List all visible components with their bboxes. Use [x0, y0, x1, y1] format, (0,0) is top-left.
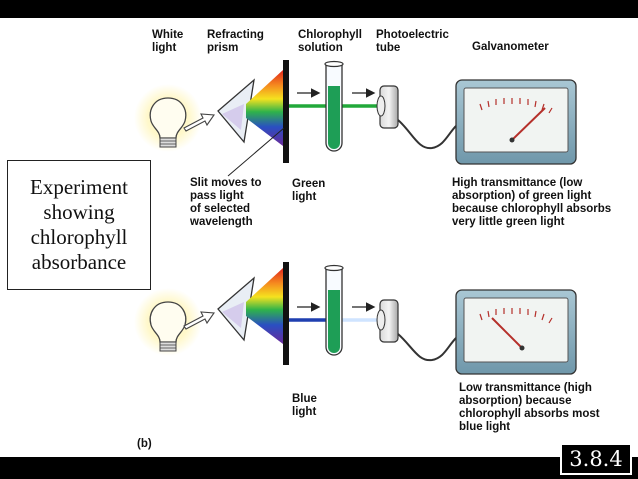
slit-pointer-line [227, 127, 285, 177]
bottom-border-bar [0, 457, 638, 479]
blue-light-label: Blue light [292, 393, 317, 418]
photoelectric-tube-icon [376, 85, 399, 129]
slit-note: Slit moves to pass light of selected wav… [190, 177, 262, 228]
spectrum-fan [246, 268, 283, 344]
spectrum-fan [246, 70, 283, 146]
cable [397, 333, 457, 362]
incident-light-arrow [183, 113, 216, 132]
meter-needle [491, 317, 523, 349]
photoelectric-tube-icon [376, 299, 399, 343]
caption-line: absorbance [31, 250, 127, 274]
white-light-label: White light [152, 29, 184, 54]
light-bulb-icon [134, 288, 202, 356]
panel-a [134, 60, 577, 177]
panel-b [134, 262, 577, 375]
light-bulb-icon [134, 84, 202, 152]
panel-tag: (b) [137, 438, 152, 450]
caption-box: Experiment showing chlorophyll absorbanc… [7, 160, 151, 290]
low-transmittance-note: Low transmittance (high absorption) beca… [459, 382, 600, 433]
test-tube-icon [324, 60, 344, 152]
photoelectric-tube-label: Photoelectric tube [376, 29, 449, 54]
high-transmittance-note: High transmittance (low absorption) of g… [452, 177, 612, 228]
incident-light-arrow [183, 311, 216, 330]
meter-needle [511, 107, 546, 141]
page-number-badge: 3.8.4 [560, 443, 632, 475]
chlorophyll-solution-label: Chlorophyll solution [298, 29, 362, 54]
galvanometer-icon [455, 289, 577, 375]
top-border-bar [0, 0, 638, 18]
slit-bar [283, 262, 289, 365]
caption-line: showing [43, 200, 115, 224]
caption-line: chlorophyll [30, 225, 128, 249]
galvanometer-icon [455, 79, 577, 165]
slit-bar [283, 60, 289, 163]
refracting-prism-label: Refracting prism [207, 29, 264, 54]
caption-line: Experiment [30, 175, 128, 199]
green-light-label: Green light [292, 178, 326, 203]
test-tube-icon [324, 264, 344, 356]
galvanometer-label: Galvanometer [472, 41, 549, 53]
cable [397, 119, 457, 150]
